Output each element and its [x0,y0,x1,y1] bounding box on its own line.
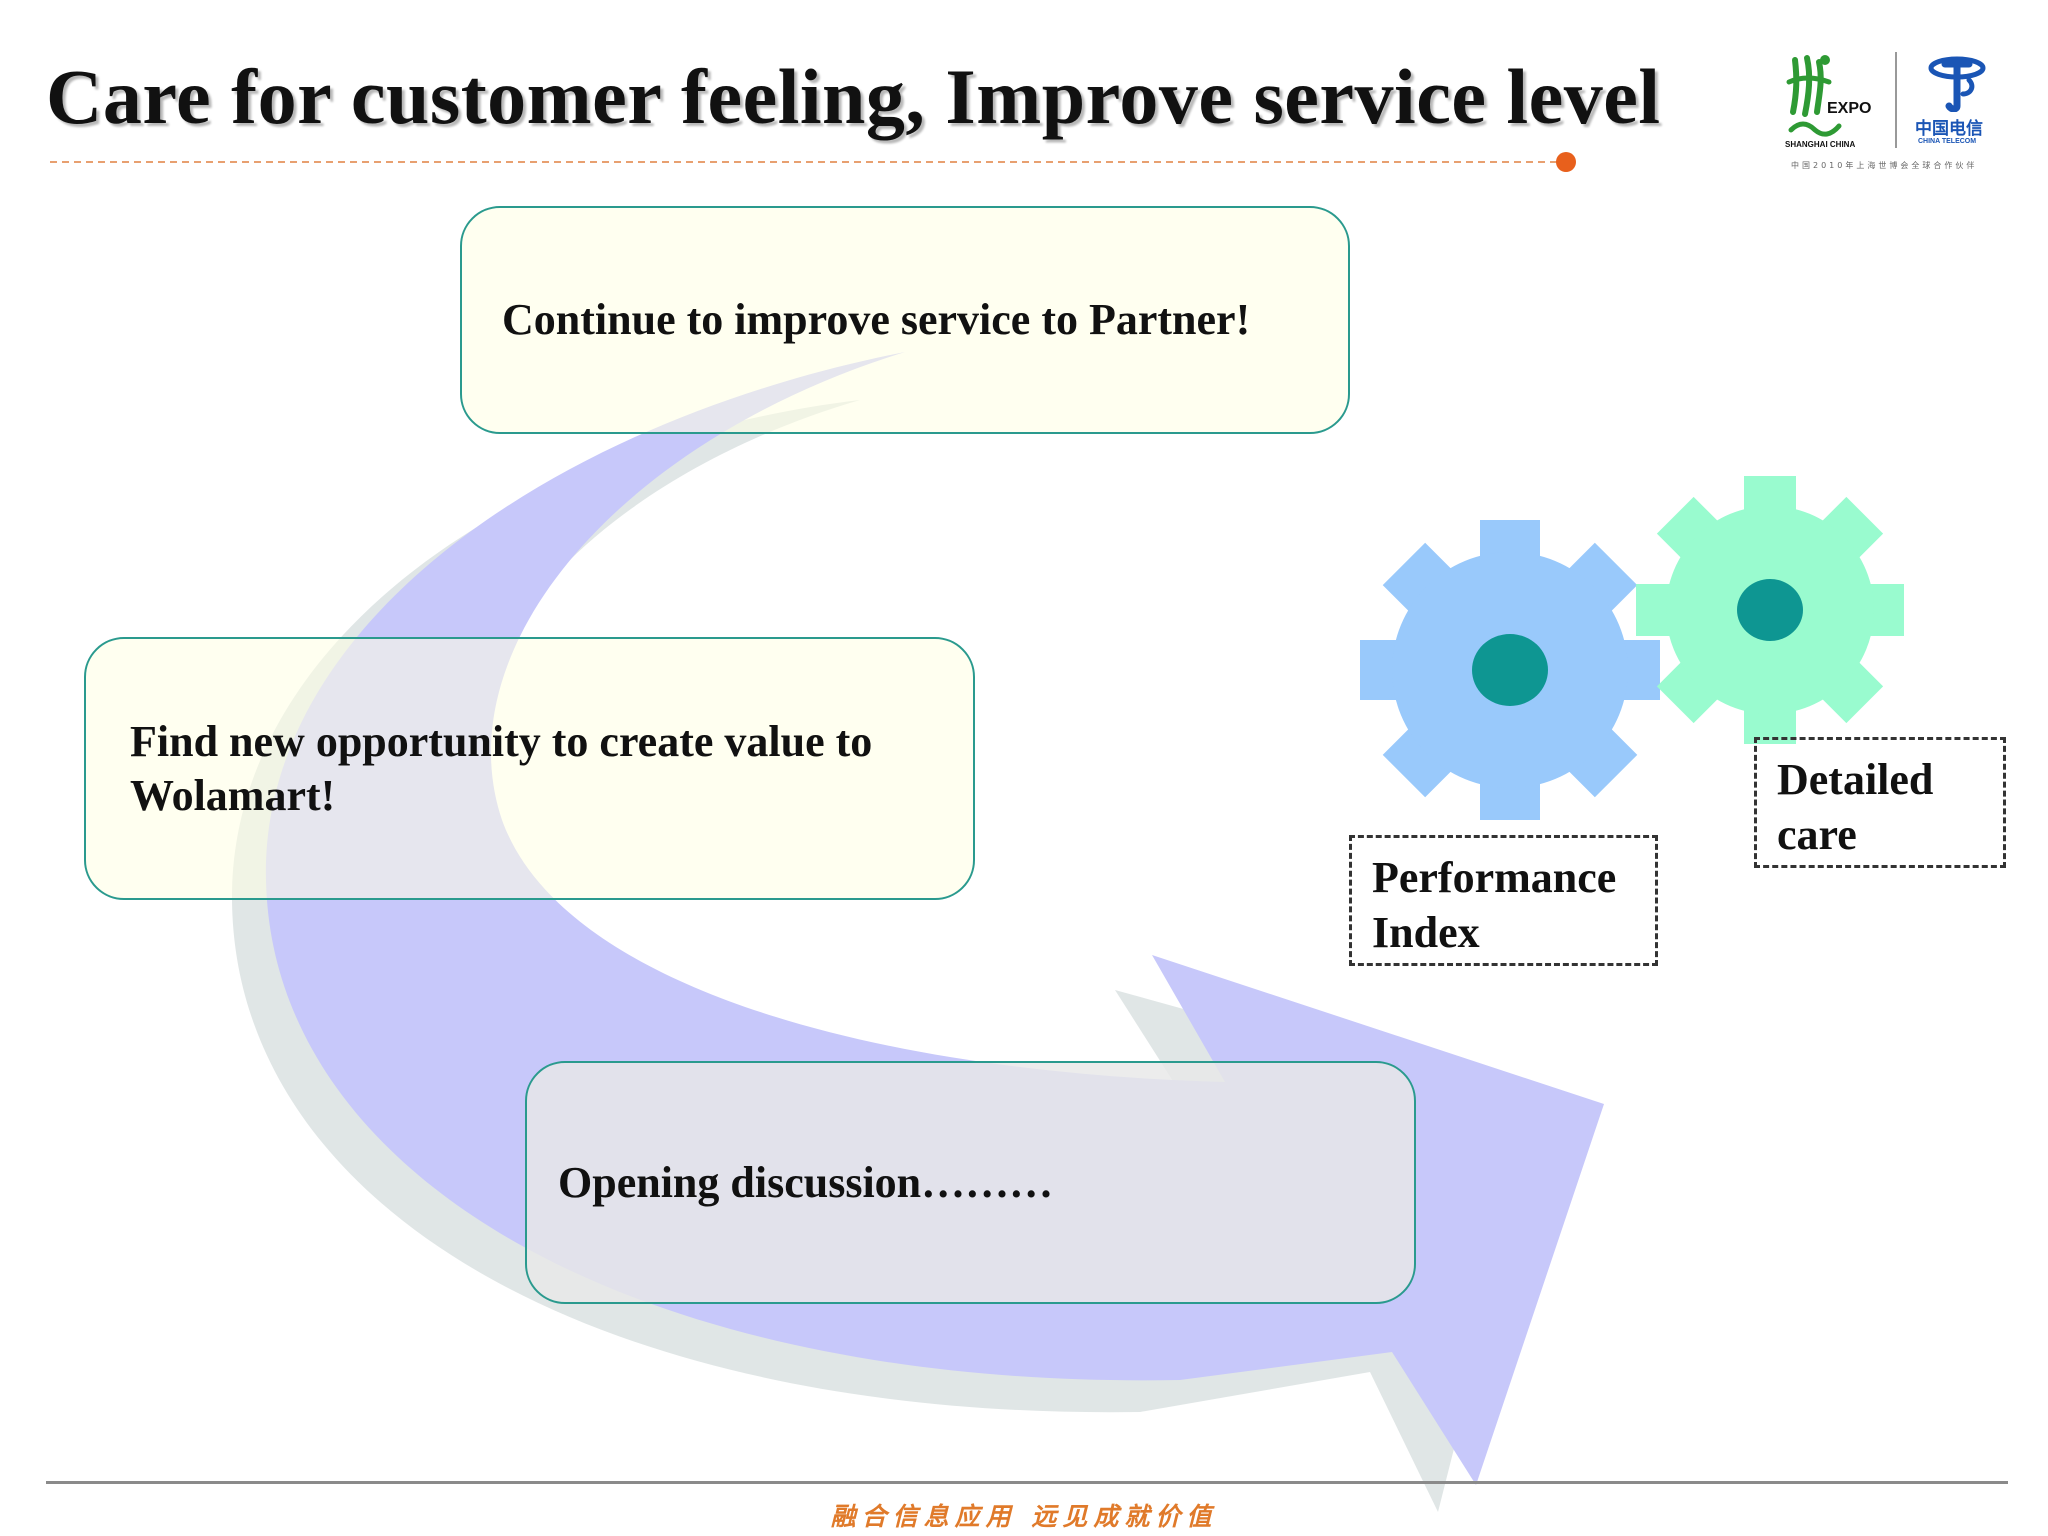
footer-rule [46,1481,2008,1484]
china-telecom-logo-icon [1928,56,1986,112]
orange-dot [1556,152,1576,172]
telecom-english-name: CHINA TELECOM [1918,138,1977,145]
expo-word: EXPO [1827,100,1872,117]
opening-discussion-text: Opening discussion……… [558,1157,1054,1207]
sponsor-logos: EXPO SHANGHAI CHINA 中国电信 CHINA TELECOM 中… [1775,48,2015,178]
expo-logo-icon [1786,55,1842,137]
service-goal-box: Continue to improve service to Partner! [460,206,1350,434]
partner-caption: 中国2010年上海世博会全球合作伙伴 [1791,161,1978,170]
green-gear-icon [1636,476,1904,744]
performance-index-label: Performance Index [1349,835,1658,966]
opportunity-box: Find new opportunity to create value to … [84,637,975,900]
opening-discussion-box: Opening discussion……… [525,1061,1416,1304]
expo-city: SHANGHAI CHINA [1785,140,1856,149]
blue-gear-icon [1360,520,1660,820]
logo-divider [1895,52,1897,148]
telecom-name: 中国电信 [1915,119,1983,139]
opportunity-text: Find new opportunity to create value to … [130,716,873,820]
title-underline [50,152,1576,172]
service-goal-text: Continue to improve service to Partner! [502,295,1251,345]
detailed-care-label: Detailed care [1754,737,2006,868]
slide-title: Care for customer feeling, Improve servi… [46,53,1661,140]
footer-slogan: 融合信息应用 远见成就价值 [830,1502,1218,1531]
